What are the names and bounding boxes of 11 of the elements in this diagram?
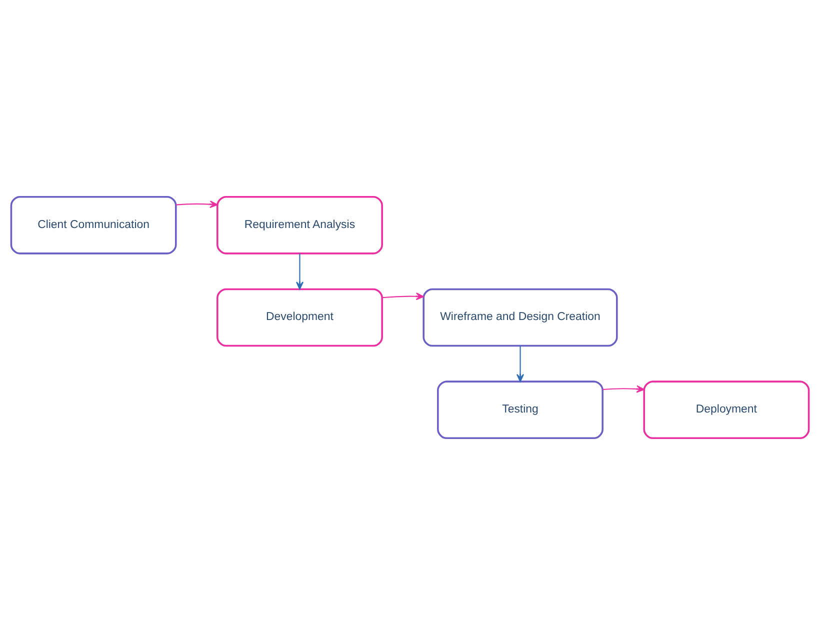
arrow: [516, 345, 524, 382]
arrow: [602, 384, 644, 392]
node-box: Wireframe and Design Creation: [422, 288, 618, 346]
node-box: Requirement Analysis: [216, 195, 383, 254]
node-box: Testing: [437, 380, 604, 439]
node-box: Client Communication: [10, 195, 177, 254]
arrow: [296, 253, 304, 290]
arrow: [176, 200, 218, 208]
arrow: [382, 292, 424, 300]
node-box: Development: [216, 288, 383, 346]
node-box: Deployment: [643, 380, 810, 439]
